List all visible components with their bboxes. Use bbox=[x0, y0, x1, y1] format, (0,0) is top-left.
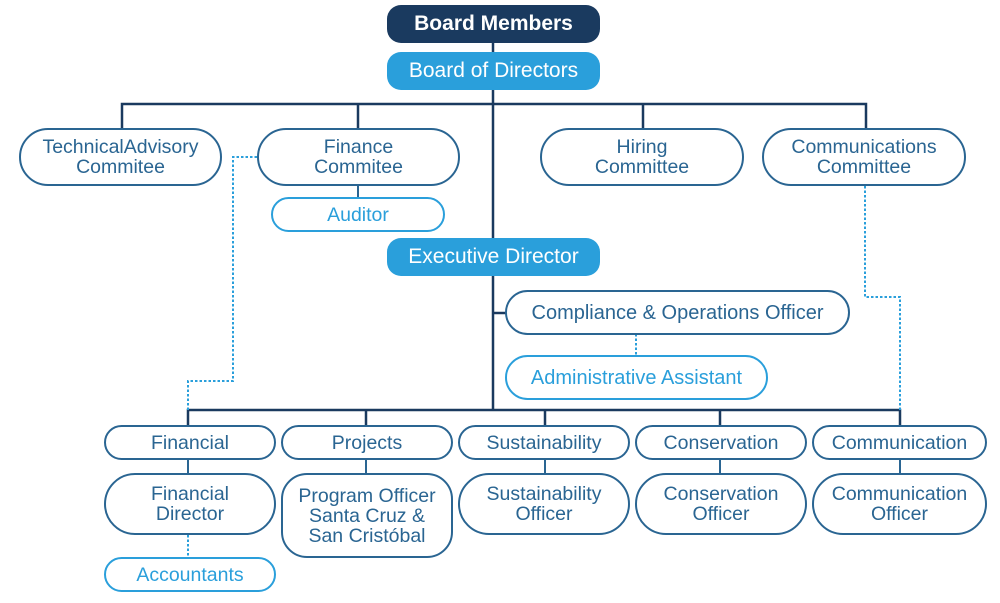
board-members-node[interactable]: Board Members bbox=[387, 5, 600, 43]
department-conservation-node[interactable]: Conservation bbox=[635, 425, 807, 460]
communication-officer-node[interactable]: Communication Officer bbox=[812, 473, 987, 535]
auditor-node[interactable]: Auditor bbox=[271, 197, 445, 232]
communications-committee-node[interactable]: Communications Committee bbox=[762, 128, 966, 186]
program-officer-node[interactable]: Program Officer Santa Cruz & San Cristób… bbox=[281, 473, 453, 558]
compliance-operations-officer-node[interactable]: Compliance & Operations Officer bbox=[505, 290, 850, 335]
financial-director-node[interactable]: Financial Director bbox=[104, 473, 276, 535]
technical-advisory-committee-node[interactable]: TechnicalAdvisory Commitee bbox=[19, 128, 222, 186]
accountants-node[interactable]: Accountants bbox=[104, 557, 276, 592]
department-projects-node[interactable]: Projects bbox=[281, 425, 453, 460]
department-communication-node[interactable]: Communication bbox=[812, 425, 987, 460]
department-financial-node[interactable]: Financial bbox=[104, 425, 276, 460]
executive-director-node[interactable]: Executive Director bbox=[387, 238, 600, 276]
connector-committees-bar bbox=[120, 102, 868, 128]
conservation-officer-node[interactable]: Conservation Officer bbox=[635, 473, 807, 535]
hiring-committee-node[interactable]: Hiring Committee bbox=[540, 128, 744, 186]
sustainability-officer-node[interactable]: Sustainability Officer bbox=[458, 473, 630, 535]
department-sustainability-node[interactable]: Sustainability bbox=[458, 425, 630, 460]
administrative-assistant-node[interactable]: Administrative Assistant bbox=[505, 355, 768, 400]
finance-committee-node[interactable]: Finance Commitee bbox=[257, 128, 460, 186]
dotted-finance-to-financial bbox=[187, 156, 257, 410]
dotted-communications-to-communication bbox=[864, 186, 901, 410]
board-of-directors-node[interactable]: Board of Directors bbox=[387, 52, 600, 90]
